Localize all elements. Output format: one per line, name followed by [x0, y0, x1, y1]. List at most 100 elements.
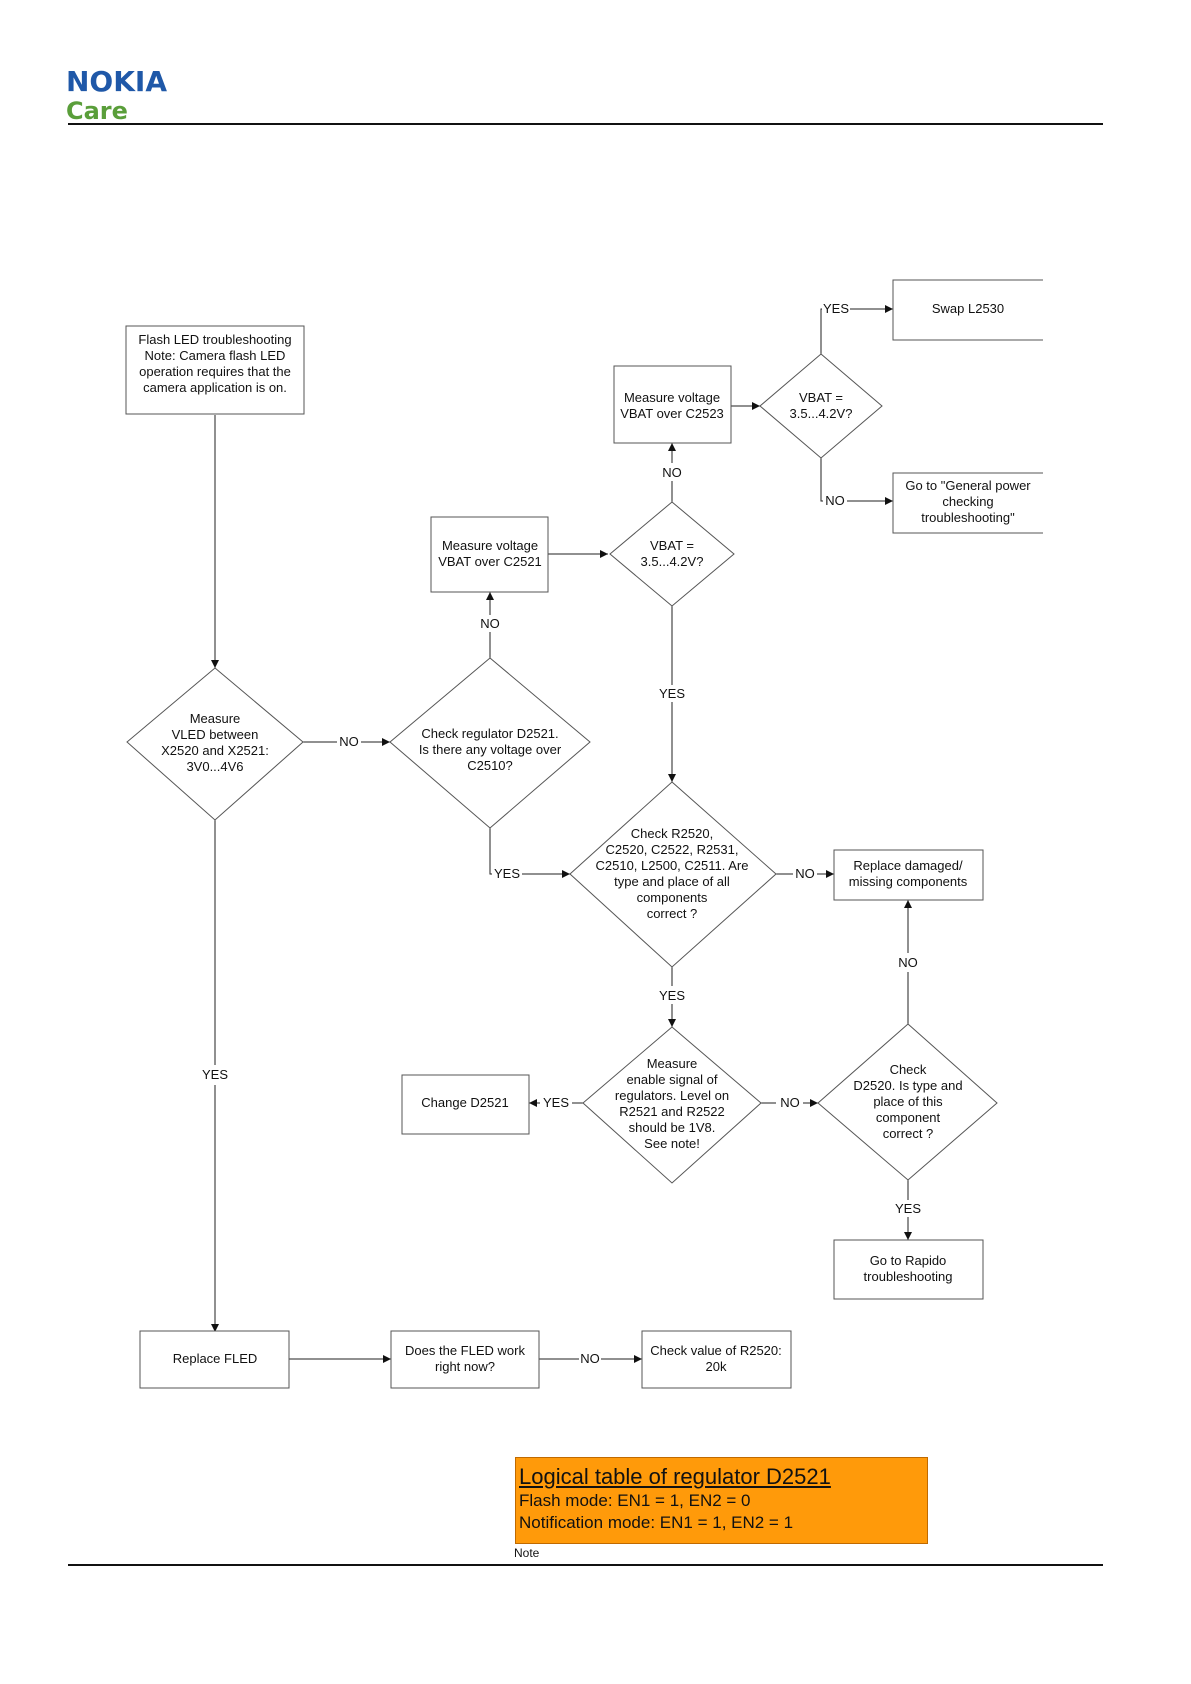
node-label-line: VBAT = [650, 538, 694, 553]
edge-label-vbat2-no: NO [825, 493, 845, 508]
regulator-logic-table: Logical table of regulator D2521 Flash m… [515, 1457, 928, 1544]
node-check-components-diamond [569, 781, 777, 968]
node-label-line: Swap L2530 [932, 301, 1004, 316]
node-measure-vled-diamond [126, 667, 304, 821]
node-label-line: Check [890, 1062, 927, 1077]
node-label-line: C2510, L2500, C2511. Are [596, 858, 749, 873]
node-label-line: See note! [644, 1136, 700, 1151]
node-label-line: Flash LED troubleshooting [138, 332, 291, 347]
node-label-line: R2521 and R2522 [619, 1104, 725, 1119]
node-label-line: troubleshooting" [921, 510, 1015, 525]
node-swap-l2530-box [892, 279, 1043, 341]
node-label-line: enable signal of [626, 1072, 717, 1087]
edge-label-enable-yes: YES [543, 1095, 569, 1110]
legend-flash-mode: Flash mode: EN1 = 1, EN2 = 0 [519, 1491, 751, 1510]
node-label-line: Replace FLED [173, 1351, 258, 1366]
node-vbat-check-2-diamond [759, 353, 883, 459]
node-label-line: Measure [190, 711, 241, 726]
edge-label-vled-yes: YES [202, 1067, 228, 1082]
node-label-line: Does the FLED work [405, 1343, 525, 1358]
node-fled-work-box [390, 1330, 540, 1389]
node-label-line: D2520. Is type and [853, 1078, 962, 1093]
brand-subname: Care [66, 97, 128, 125]
node-label-check-r2520: Check value of R2520:20k [650, 1343, 782, 1374]
edge-labels: NO YES NO YES NO YES YES NO NO YES YES N… [202, 301, 921, 1366]
legend-caption: Note [514, 1546, 540, 1560]
nokia-care-logo: NOKIA Care [66, 65, 168, 125]
node-label-line: C2510? [467, 758, 513, 773]
node-label-line: Check regulator D2521. [421, 726, 558, 741]
edge-label-components-yes: YES [659, 988, 685, 1003]
node-label-line: components [637, 890, 708, 905]
node-label-line: Go to "General power [905, 478, 1031, 493]
edge-label-regulator-no: NO [480, 616, 500, 631]
node-label-line: Check value of R2520: [650, 1343, 782, 1358]
edge-vbat2-yes-a [820, 308, 822, 354]
node-label-line: Measure [647, 1056, 698, 1071]
node-replace-fled-box [139, 1330, 290, 1389]
node-measure-c2523-box [613, 365, 732, 444]
edge-label-enable-no: NO [780, 1095, 800, 1110]
node-label-line: correct ? [647, 906, 698, 921]
node-label-line: right now? [435, 1359, 495, 1374]
node-rapido-box [833, 1239, 984, 1300]
node-label-line: Change D2521 [421, 1095, 508, 1110]
node-label-line: C2520, C2522, R2531, [606, 842, 739, 857]
node-general-power-box [892, 472, 1043, 534]
node-check-regulator-diamond [389, 657, 591, 829]
node-label-line: type and place of all [614, 874, 730, 889]
node-label-line: checking [942, 494, 993, 509]
node-label-replace-damaged: Replace damaged/missing components [849, 858, 968, 889]
node-label-line: Measure voltage [442, 538, 538, 553]
node-label-line: 3.5...4.2V? [641, 554, 704, 569]
node-label-vbat-check-1: VBAT =3.5...4.2V? [641, 538, 704, 569]
edge-vbat2-no-a [820, 458, 823, 502]
footer-rule [68, 1564, 1103, 1566]
node-change-d2521-box [401, 1074, 530, 1135]
edge-reg-yes-a [489, 828, 492, 875]
node-label-swap-l2530: Swap L2530 [932, 301, 1004, 316]
node-label-line: troubleshooting [864, 1269, 953, 1284]
node-label-line: Note: Camera flash LED [145, 348, 286, 363]
edge-label-vled-no: NO [339, 734, 359, 749]
edge-label-regulator-yes: YES [494, 866, 520, 881]
node-label-line: operation requires that the [139, 364, 291, 379]
node-label-line: camera application is on. [143, 380, 287, 395]
node-label-line: VBAT = [799, 390, 843, 405]
edge-label-vbat1-yes: YES [659, 686, 685, 701]
node-label-line: 3.5...4.2V? [790, 406, 853, 421]
node-label-line: regulators. Level on [615, 1088, 729, 1103]
node-label-change-d2521: Change D2521 [421, 1095, 508, 1110]
node-label-line: 20k [706, 1359, 727, 1374]
node-label-line: Check R2520, [631, 826, 713, 841]
node-check-r2520-box [641, 1330, 792, 1389]
node-label-line: X2520 and X2521: [161, 743, 269, 758]
edge-label-vbat1-no: NO [662, 465, 682, 480]
node-label-line: place of this [873, 1094, 943, 1109]
legend-notification-mode: Notification mode: EN1 = 1, EN2 = 1 [519, 1513, 794, 1532]
node-vbat-check-1-diamond [609, 501, 735, 607]
node-label-line: Measure voltage [624, 390, 720, 405]
node-label-line: correct ? [883, 1126, 934, 1141]
node-label-line: VLED between [172, 727, 259, 742]
node-label-line: missing components [849, 874, 968, 889]
node-measure-enable-diamond [582, 1026, 762, 1184]
node-label-replace-fled: Replace FLED [173, 1351, 258, 1366]
node-label-vbat-check-2: VBAT =3.5...4.2V? [790, 390, 853, 421]
legend-title: Logical table of regulator D2521 [519, 1464, 831, 1489]
node-label-line: should be 1V8. [629, 1120, 716, 1135]
node-replace-damaged-box [833, 849, 984, 901]
brand-name: NOKIA [66, 65, 168, 98]
node-label-line: VBAT over C2523 [620, 406, 724, 421]
node-label-line: Is there any voltage over [419, 742, 562, 757]
node-measure-c2521-box [430, 516, 549, 593]
